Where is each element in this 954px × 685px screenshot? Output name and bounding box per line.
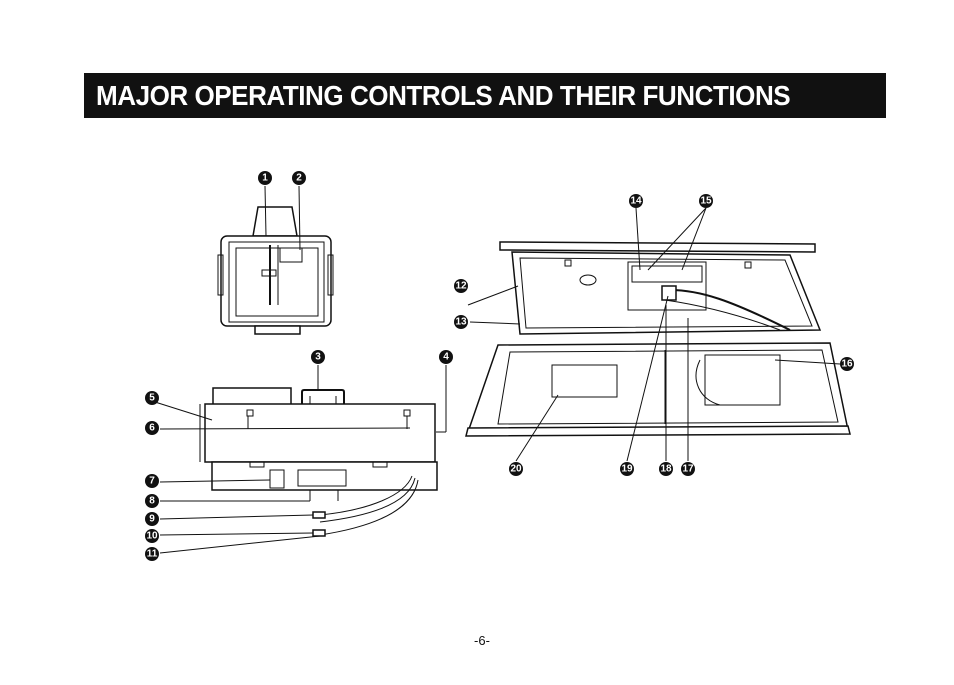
svg-text:3: 3	[315, 352, 321, 363]
svg-text:12: 12	[455, 281, 467, 292]
svg-text:17: 17	[682, 464, 694, 475]
page-title: MAJOR OPERATING CONTROLS AND THEIR FUNCT…	[96, 80, 791, 111]
svg-text:14: 14	[630, 196, 642, 207]
svg-text:6: 6	[149, 423, 155, 434]
svg-text:4: 4	[443, 352, 449, 363]
svg-text:9: 9	[149, 514, 155, 525]
callout-20: 20	[509, 462, 523, 476]
svg-text:1: 1	[262, 173, 268, 184]
callout-18: 18	[659, 462, 673, 476]
housing-front-view	[217, 185, 334, 335]
callout-6: 6	[145, 421, 159, 435]
callout-8: 8	[145, 494, 159, 508]
svg-text:2: 2	[296, 173, 302, 184]
callout-17: 17	[681, 462, 695, 476]
callout-14: 14	[629, 194, 643, 208]
housing-open-view	[465, 207, 851, 462]
svg-text:19: 19	[621, 464, 633, 475]
housing-side-view	[154, 365, 447, 554]
callout-7: 7	[145, 474, 159, 488]
svg-text:20: 20	[510, 464, 522, 475]
title-bar: MAJOR OPERATING CONTROLS AND THEIR FUNCT…	[84, 73, 886, 118]
callout-11: 11	[145, 547, 159, 561]
callout-5: 5	[145, 391, 159, 405]
svg-text:15: 15	[700, 196, 712, 207]
svg-text:18: 18	[660, 464, 672, 475]
callout-2: 2	[292, 171, 306, 185]
callout-12: 12	[454, 279, 468, 293]
svg-text:16: 16	[841, 359, 853, 370]
callout-15: 15	[699, 194, 713, 208]
callout-10: 10	[145, 529, 159, 543]
callout-16: 16	[840, 357, 854, 371]
callout-19: 19	[620, 462, 634, 476]
svg-text:10: 10	[146, 531, 158, 542]
svg-text:7: 7	[149, 476, 155, 487]
svg-text:5: 5	[149, 393, 155, 404]
callout-4: 4	[439, 350, 453, 364]
callout-9: 9	[145, 512, 159, 526]
svg-text:13: 13	[455, 317, 467, 328]
callout-1: 1	[258, 171, 272, 185]
svg-text:8: 8	[149, 496, 155, 507]
svg-text:11: 11	[147, 549, 158, 560]
callout-13: 13	[454, 315, 468, 329]
page-number: -6-	[474, 633, 490, 648]
callout-3: 3	[311, 350, 325, 364]
